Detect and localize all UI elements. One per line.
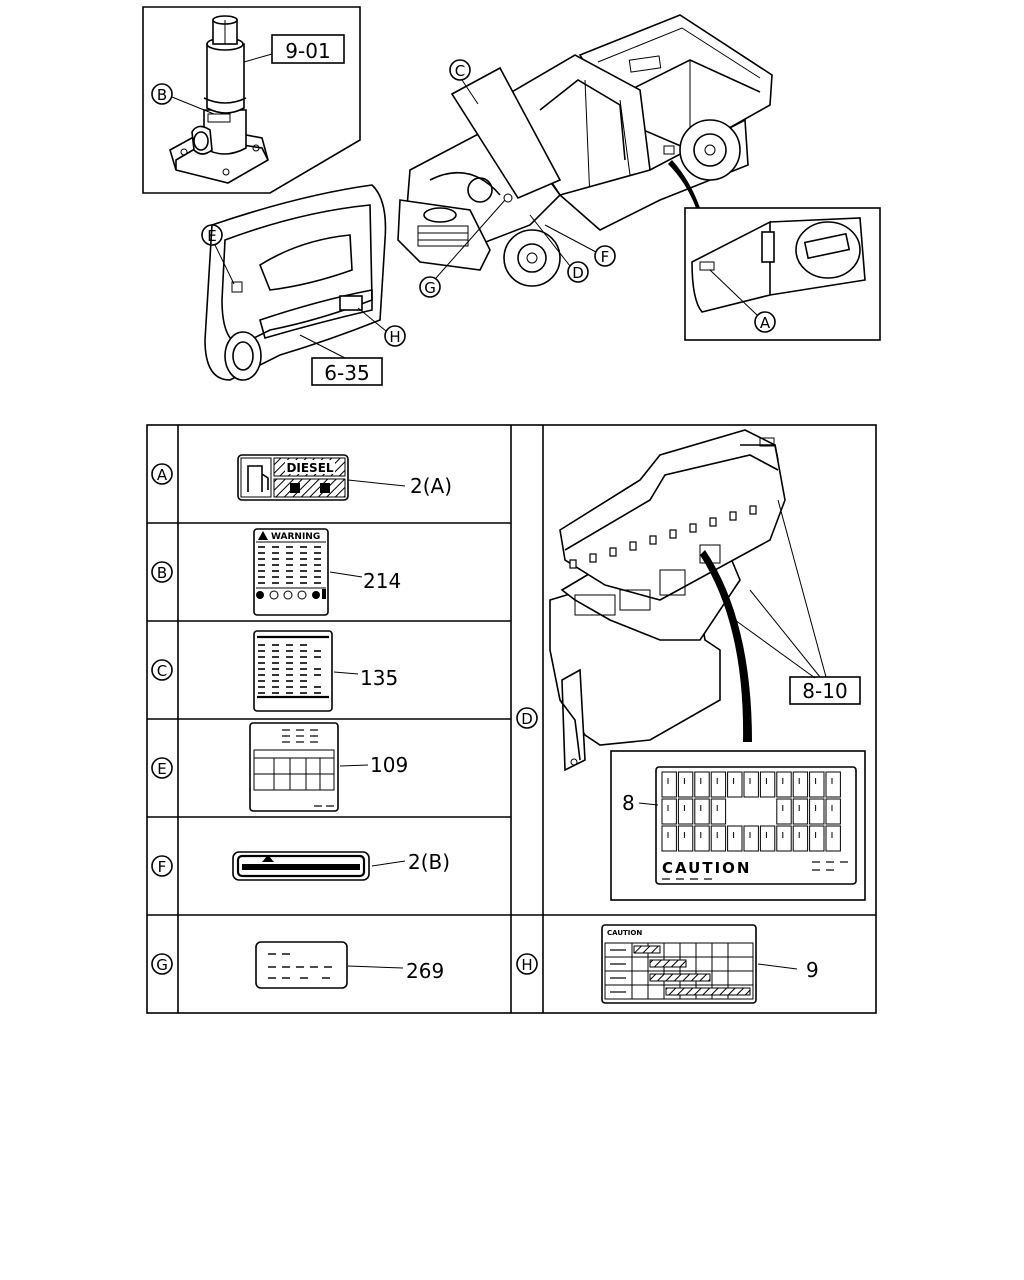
fuse-box: 8-10 CAUTION 8	[549, 429, 866, 901]
callout-a-fuel: A	[760, 314, 771, 332]
door-part-ref: 6-35	[324, 361, 369, 385]
warning-text: WARNING	[271, 532, 320, 542]
svg-text:F: F	[158, 858, 167, 876]
caution-small-text: CAUTION	[607, 929, 642, 937]
caution-table-label: CAUTION 9	[601, 924, 819, 1004]
jack-inset: 9-01 B	[142, 6, 361, 194]
row-key-c: C	[151, 659, 173, 681]
svg-text:C: C	[157, 662, 167, 680]
row-key-h: H	[516, 953, 538, 975]
label-table: A B C E F G D H DIESEL 2(A) WARNING	[146, 424, 877, 1014]
svg-text:D: D	[521, 710, 533, 728]
fuse-caution-text: CAUTION	[662, 859, 751, 877]
row-key-b: B	[151, 561, 173, 583]
svg-text:H: H	[521, 956, 532, 974]
warning-label: WARNING 214	[253, 528, 401, 616]
row-key-f: F	[151, 855, 173, 877]
small-label-g: 269	[255, 941, 444, 989]
callout-e-door: E	[207, 227, 216, 245]
part-no-135: 135	[360, 666, 398, 690]
part-no-2a: 2(A)	[410, 474, 452, 498]
row-key-e: E	[151, 757, 173, 779]
row-key-g: G	[151, 953, 173, 975]
diesel-fuel-label: DIESEL 2(A)	[237, 454, 452, 501]
svg-text:B: B	[157, 564, 167, 582]
diesel-text: DIESEL	[286, 461, 333, 475]
door-trim-panel: E H 6-35	[201, 184, 406, 386]
part-no-109: 109	[370, 753, 408, 777]
callout-g-truck: G	[424, 279, 436, 297]
jack-part-ref: 9-01	[285, 39, 330, 63]
part-no-214: 214	[363, 569, 401, 593]
part-no-9: 9	[806, 958, 819, 982]
fusebox-part-ref: 8-10	[802, 679, 847, 703]
callout-c-hood: C	[455, 62, 465, 80]
svg-text:G: G	[156, 956, 168, 974]
fuel-lid-inset: A	[684, 207, 881, 341]
callout-b-jack: B	[157, 86, 167, 104]
svg-text:E: E	[157, 760, 166, 778]
part-no-2b: 2(B)	[408, 850, 450, 874]
tire-info-label: 109	[249, 722, 408, 812]
pickup-truck: C G D F	[397, 14, 773, 298]
info-label-c: 135	[253, 630, 398, 712]
callout-h-door: H	[389, 328, 400, 346]
callout-f-truck: F	[601, 248, 610, 266]
svg-text:A: A	[157, 466, 168, 484]
part-no-8: 8	[622, 791, 635, 815]
row-key-d: D	[516, 707, 538, 729]
strip-label: 2(B)	[232, 850, 450, 881]
callout-d-truck: D	[572, 264, 584, 282]
part-no-269: 269	[406, 959, 444, 983]
row-key-a: A	[151, 463, 173, 485]
